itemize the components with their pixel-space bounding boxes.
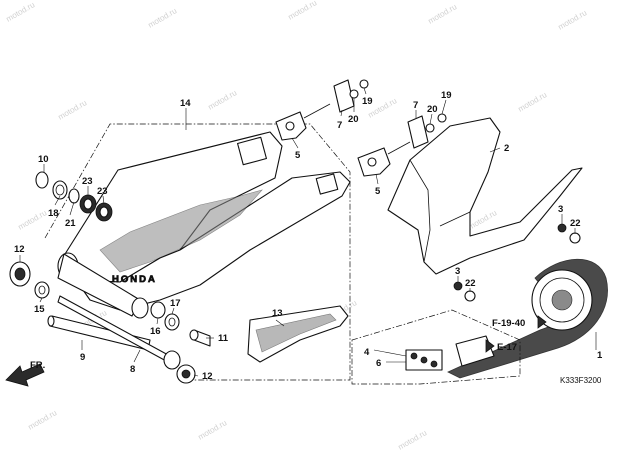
- watermark-text: motod.ru: [397, 428, 429, 452]
- callout-1[interactable]: 1: [597, 350, 603, 361]
- pivot-collar-left: [9, 261, 50, 299]
- swingarm-group-outline: [44, 123, 351, 381]
- leader-lines: [19, 87, 597, 377]
- callout-16[interactable]: 16: [150, 326, 161, 337]
- pivot-collars-right: [150, 301, 211, 347]
- watermark-text: motod.ru: [5, 0, 37, 24]
- watermark-text: motod.ru: [57, 98, 89, 122]
- reference-f1940[interactable]: F-19-40: [492, 315, 547, 329]
- reference-label[interactable]: E-17: [497, 342, 517, 353]
- callout-7[interactable]: 7: [413, 100, 418, 111]
- swingarm-logo: HONDA: [112, 274, 157, 285]
- watermark-text: motod.ru: [517, 90, 549, 114]
- pivot-bearings: [35, 171, 113, 222]
- callout-17[interactable]: 17: [170, 298, 181, 309]
- direction-label: FR.: [30, 360, 45, 371]
- callout-10[interactable]: 10: [38, 154, 49, 165]
- callout-2[interactable]: 2: [504, 143, 509, 154]
- rear-sprocket: [531, 269, 593, 331]
- callout-20[interactable]: 20: [427, 104, 438, 115]
- callout-3[interactable]: 3: [558, 204, 563, 215]
- callout-22[interactable]: 22: [465, 278, 476, 289]
- watermark-text: motod.ru: [467, 208, 499, 232]
- callout-6[interactable]: 6: [376, 358, 381, 369]
- callout-22[interactable]: 22: [570, 218, 581, 229]
- swingarm: HONDA: [57, 131, 351, 319]
- callout-8[interactable]: 8: [130, 364, 135, 375]
- part-numbers: 14 10 18 21 23 23 12 15 16 17 11 9 8 12 …: [14, 90, 603, 382]
- callout-18[interactable]: 18: [48, 208, 59, 219]
- reference-e17[interactable]: E-17: [485, 339, 517, 353]
- watermark-text: motod.ru: [207, 88, 239, 112]
- watermark-text: motod.ru: [197, 418, 229, 442]
- fender-bolts: [453, 223, 581, 302]
- watermark-text: motod.ru: [147, 6, 179, 30]
- callout-5[interactable]: 5: [375, 186, 381, 197]
- callout-7[interactable]: 7: [337, 120, 342, 131]
- watermark-text: motod.ru: [287, 0, 319, 22]
- callout-12[interactable]: 12: [14, 244, 25, 255]
- callout-23[interactable]: 23: [82, 176, 93, 187]
- callout-15[interactable]: 15: [34, 304, 45, 315]
- chain-link-kit: [405, 335, 495, 371]
- callout-20[interactable]: 20: [348, 114, 359, 125]
- callout-3[interactable]: 3: [455, 266, 460, 277]
- callout-14[interactable]: 14: [180, 98, 191, 109]
- pivot-nut: [176, 364, 196, 384]
- diagram-code: K333F3200: [560, 376, 602, 385]
- chain-adjuster-right: [357, 113, 447, 177]
- callout-21[interactable]: 21: [65, 218, 76, 229]
- callout-19[interactable]: 19: [362, 96, 373, 107]
- callout-19[interactable]: 19: [441, 90, 452, 101]
- rear-fender: [387, 117, 583, 275]
- chain-kit-outline: [351, 309, 521, 385]
- chain-slider: [247, 305, 349, 363]
- watermark-text: motod.ru: [427, 2, 459, 26]
- front-direction-arrow: FR.: [5, 360, 45, 387]
- callout-13[interactable]: 13: [272, 308, 283, 319]
- watermark-text: motod.ru: [17, 208, 49, 232]
- watermark-text: motod.ru: [27, 408, 59, 432]
- callout-4[interactable]: 4: [364, 347, 370, 358]
- callout-12[interactable]: 12: [202, 371, 213, 382]
- reference-label[interactable]: F-19-40: [492, 318, 525, 329]
- callout-11[interactable]: 11: [218, 333, 229, 344]
- callout-5[interactable]: 5: [295, 150, 301, 161]
- callout-9[interactable]: 9: [80, 352, 85, 363]
- callout-23[interactable]: 23: [97, 186, 108, 197]
- watermark-text: motod.ru: [557, 8, 589, 32]
